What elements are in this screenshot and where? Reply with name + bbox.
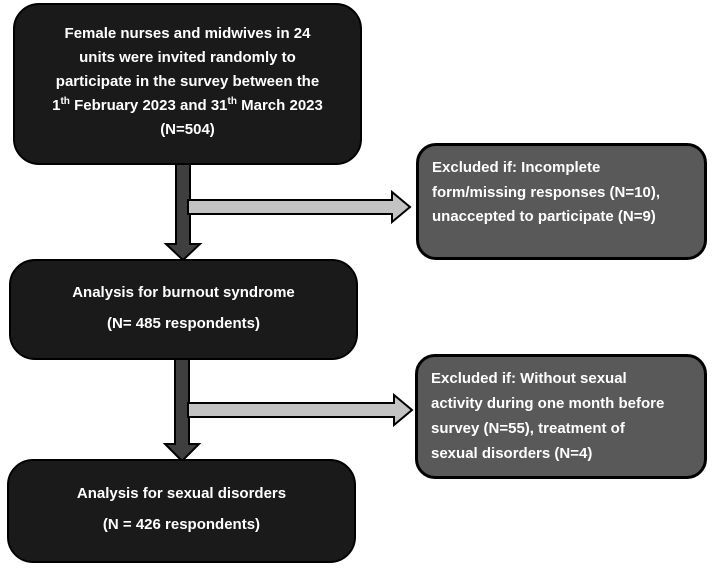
box-sexual-title: Analysis for sexual disorders — [76, 485, 287, 502]
box-invited-n-count: (N=504) — [160, 121, 215, 138]
box-invited-line: units were invited randomly to — [79, 49, 296, 66]
box-excluded-no-activity: Excluded if: Without sexual activity dur… — [415, 354, 707, 479]
box-invited-line: participate in the survey between the — [55, 73, 320, 90]
box-excluded-2-line: Excluded if: Without sexual — [431, 370, 627, 387]
box-burnout-analysis: Analysis for burnout syndrome (N= 485 re… — [9, 259, 358, 360]
box-excluded-incomplete: Excluded if: Incomplete form/missing res… — [416, 143, 707, 260]
box-excluded-2-line: survey (N=55), treatment of — [431, 420, 625, 437]
box-burnout-title: Analysis for burnout syndrome — [72, 283, 295, 301]
box-invited-population: Female nurses and midwives in 24 units w… — [13, 3, 362, 165]
arrow-invited-to-burnout — [163, 163, 203, 262]
box-excluded-1-line: unaccepted to participate (N=9) — [432, 208, 656, 225]
arrow-to-excluded-2 — [187, 392, 414, 428]
box-burnout-n-count: (N= 485 respondents) — [107, 314, 260, 332]
date-text: March 2023 — [236, 97, 323, 114]
date-text: 1 — [52, 97, 61, 114]
box-excluded-2-line: activity during one month before — [431, 395, 665, 412]
box-sexual-n-count: (N = 426 respondents) — [102, 516, 261, 533]
arrow-to-excluded-1 — [187, 189, 412, 225]
ordinal-suffix: th — [60, 96, 70, 107]
ordinal-suffix: th — [227, 96, 237, 107]
box-excluded-1-line: form/missing responses (N=10), — [432, 183, 660, 201]
box-excluded-2-line: sexual disorders (N=4) — [431, 445, 593, 462]
arrow-burnout-to-sexual — [162, 358, 202, 463]
box-sexual-disorders-analysis: Analysis for sexual disorders (N = 426 r… — [7, 459, 356, 563]
box-invited-dates-line: 1th February 2023 and 31th March 2023 — [19, 94, 356, 118]
box-excluded-1-line: Excluded if: Incomplete — [432, 159, 601, 176]
box-invited-line: Female nurses and midwives in 24 — [64, 25, 311, 42]
date-text: February 2023 and 31 — [69, 97, 228, 114]
